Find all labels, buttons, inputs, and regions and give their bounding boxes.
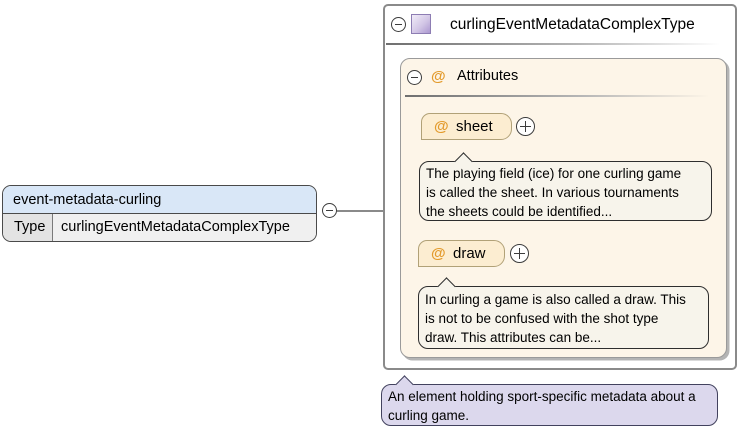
element-name: event-metadata-curling	[3, 186, 316, 214]
header-separator	[386, 43, 734, 45]
attribute-draw-expand-button[interactable]	[510, 244, 529, 263]
at-icon: @	[434, 118, 449, 135]
complex-type-header: curlingEventMetadataComplexType	[385, 6, 735, 44]
attributes-separator	[405, 95, 722, 97]
minus-icon	[326, 209, 333, 212]
element-type-row: Type curlingEventMetadataComplexType	[3, 214, 316, 241]
minus-icon	[411, 76, 418, 79]
doc-line: In curling a game is also called a draw.…	[425, 292, 686, 307]
doc-line: The playing field (ice) for one curling …	[426, 166, 682, 181]
attribute-sheet-doc: The playing field (ice) for one curling …	[419, 151, 712, 221]
element-collapse-button[interactable]	[322, 203, 337, 218]
connector-line	[337, 210, 384, 212]
plus-icon	[518, 248, 521, 259]
attribute-sheet[interactable]: @ sheet	[421, 113, 512, 140]
attributes-panel: @ Attributes @ sheet The playing field (…	[400, 58, 727, 358]
plus-icon	[524, 121, 527, 132]
doc-line: draw. This attributes can be...	[425, 330, 602, 345]
minus-icon	[395, 23, 402, 26]
element-annotation: An element holding sport-specific metada…	[381, 374, 718, 426]
doc-line: the sheets could be identified...	[426, 204, 613, 219]
type-value: curlingEventMetadataComplexType	[53, 214, 316, 241]
annotation-line: An element holding sport-specific metada…	[388, 389, 696, 404]
complex-type-title: curlingEventMetadataComplexType	[450, 16, 695, 33]
attribute-sheet-expand-button[interactable]	[516, 117, 535, 136]
complex-type-box: curlingEventMetadataComplexType @ Attrib…	[383, 4, 737, 370]
complex-type-icon	[411, 14, 431, 34]
attribute-name: sheet	[456, 118, 493, 135]
attributes-collapse-button[interactable]	[407, 70, 422, 85]
doc-line: is not to be confused with the shot type	[425, 311, 659, 326]
attribute-draw[interactable]: @ draw	[418, 240, 505, 267]
attributes-header: @ Attributes	[401, 59, 726, 95]
annotation-line: curling game.	[388, 408, 470, 423]
attribute-draw-doc: In curling a game is also called a draw.…	[418, 276, 709, 349]
type-label: Type	[3, 214, 53, 241]
doc-line: is called the sheet. In various tourname…	[426, 185, 679, 200]
element-box[interactable]: event-metadata-curling Type curlingEvent…	[2, 185, 317, 242]
at-icon: @	[431, 68, 446, 85]
complex-type-collapse-button[interactable]	[391, 17, 406, 32]
attribute-name: draw	[453, 245, 486, 262]
at-icon: @	[431, 245, 446, 262]
attributes-title: Attributes	[457, 68, 519, 84]
